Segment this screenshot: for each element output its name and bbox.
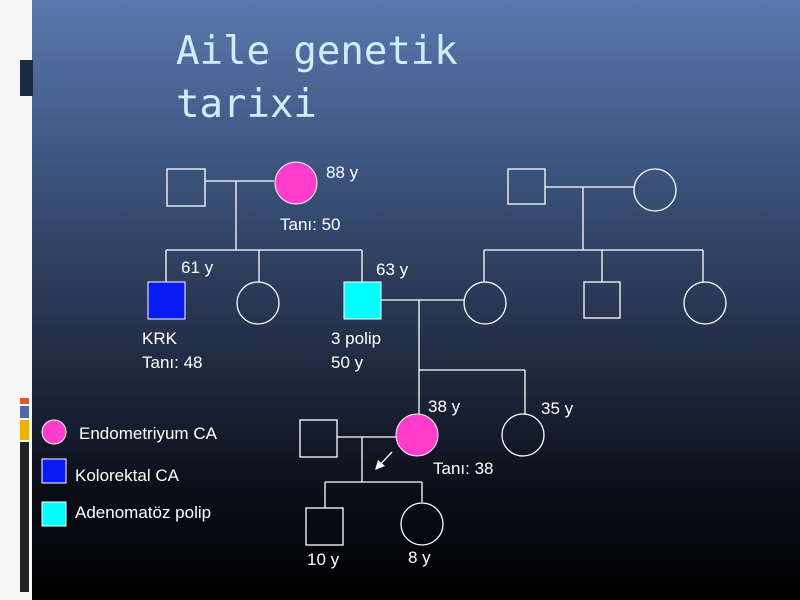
father: [343, 281, 382, 320]
maternal-aunt: [683, 281, 727, 325]
grandmother-paternal: [274, 161, 318, 205]
legend-square-polyp: [41, 501, 67, 527]
legend-square-colorectal: [41, 458, 67, 484]
grandmother-age: 88 y: [326, 163, 359, 182]
proband-husband: [299, 419, 338, 458]
grandmother-maternal: [633, 168, 677, 212]
grandmother-dx: Tanı: 50: [280, 215, 341, 234]
title-line-1: Aile genetik: [176, 29, 458, 74]
decor-tick: [20, 398, 29, 404]
title-line-2: tarixi: [176, 82, 317, 127]
legend-label-colorectal: Kolorektal CA: [75, 466, 180, 485]
sister-age: 35 y: [541, 399, 574, 418]
legend: Endometriyum CA Kolorektal CA Adenomatöz…: [41, 419, 218, 527]
legend-label-polyp: Adenomatöz polip: [75, 503, 211, 522]
son-age: 10 y: [307, 550, 340, 569]
grandfather-maternal: [507, 168, 546, 205]
father-note-polyp: 3 polip: [331, 329, 381, 348]
sister: [501, 413, 545, 457]
daughter-age: 8 y: [408, 548, 431, 567]
maternal-uncle: [583, 281, 621, 319]
grandfather-paternal: [166, 168, 206, 207]
mother: [463, 281, 507, 325]
uncle-note-dx: Tanı: 48: [142, 353, 203, 372]
decor-tick: [20, 442, 29, 592]
uncle: [147, 281, 186, 320]
proband-dx: Tanı: 38: [433, 459, 494, 478]
proband-age: 38 y: [428, 397, 461, 416]
father-note-age: 50 y: [331, 353, 364, 372]
uncle-note-krk: KRK: [142, 329, 178, 348]
legend-circle-endometrial: [41, 419, 67, 445]
daughter: [400, 502, 444, 546]
aunt: [236, 281, 280, 325]
father-age: 63 y: [376, 260, 409, 279]
decor-tick: [20, 406, 29, 418]
decor-tick: [20, 420, 29, 440]
proband-arrow-head: [375, 460, 385, 470]
son: [305, 507, 344, 546]
proband: [395, 413, 439, 457]
uncle-age: 61 y: [181, 258, 214, 277]
decor-block: [20, 60, 33, 96]
legend-label-endometrial: Endometriyum CA: [79, 424, 218, 443]
